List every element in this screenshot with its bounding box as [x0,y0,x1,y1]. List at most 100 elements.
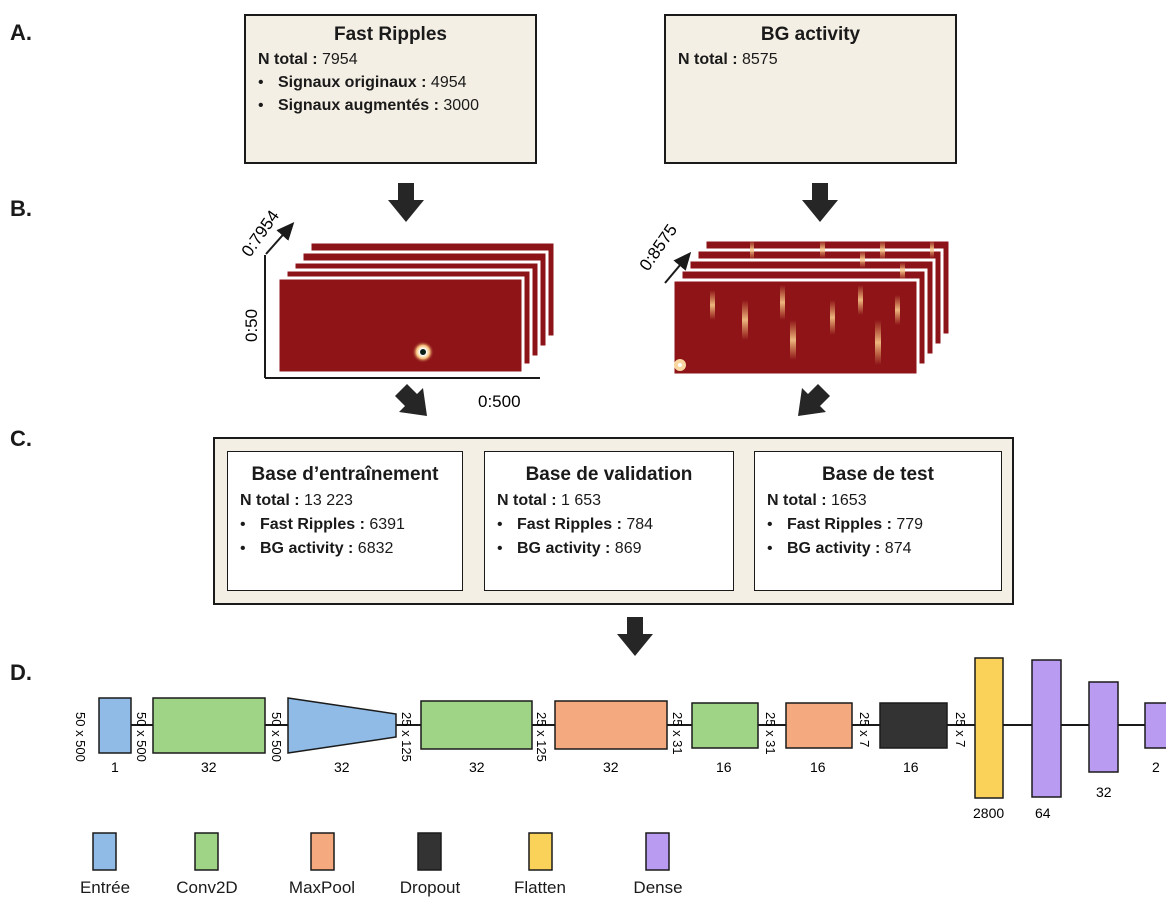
validation-total-label: N total : [497,492,557,509]
dim-label: 50 x 500 [73,712,88,762]
bg-activity-spectrogram-stack [671,238,952,377]
test-set-title: Base de test [822,464,934,485]
validation-bg-label: BG activity : [517,540,611,557]
dataset-split-box: Base d’entraînement N total : 13 223 •Fa… [213,437,1014,605]
layer-label: 32 [201,759,217,775]
layer-label: 16 [903,759,919,775]
fast-ripples-augmented: •Signaux augmentés : 3000 [258,97,479,114]
training-fr-value: 6391 [364,516,405,533]
arrow-down-icon [388,183,424,222]
legend-label-entree: Entrée [79,878,131,897]
arrow-down-icon [617,617,653,656]
training-total-value: 13 223 [299,492,353,509]
layer-conv-2 [420,700,533,750]
x-axis-label: 0:500 [478,392,521,411]
layer-label: 32 [334,759,350,775]
validation-total: N total : 1 653 [497,492,733,510]
dim-label: 50 x 500 [269,712,284,762]
bg-depth-label: 0:8575 [636,221,681,274]
layer-maxpool-2 [785,702,853,749]
test-set-box: Base de test N total : 1653 •Fast Ripple… [754,451,1002,591]
layer-label: 64 [1035,805,1051,821]
validation-fr: •Fast Ripples : 784 [497,516,654,533]
layer-input [98,697,132,754]
test-fr-label: Fast Ripples : [787,516,892,533]
fast-ripples-total: N total : 7954 [258,51,535,69]
layer-dense-2 [1088,681,1119,773]
legend-label-dropout: Dropout [399,878,461,897]
layer-label: 32 [1096,784,1112,800]
bg-activity-box: BG activity N total : 8575 [664,14,957,164]
layer-label: 32 [469,759,485,775]
spectrogram-panel: 0:7954 0:50 0:500 0:8575 [238,183,952,416]
layer-flatten [974,657,1004,799]
test-bg-value: 874 [880,540,912,557]
validation-fr-label: Fast Ripples : [517,516,622,533]
bg-activity-total: N total : 8575 [678,51,955,69]
dim-label: 25 x 125 [399,712,414,762]
fast-ripples-original: •Signaux originaux : 4954 [258,74,467,91]
test-fr: •Fast Ripples : 779 [767,516,924,533]
dim-label: 25 x 31 [763,712,778,755]
legend-label-flatten: Flatten [514,878,566,897]
original-signals-value: 4954 [426,74,467,91]
section-label-c: C. [10,426,32,451]
legend-swatch-dropout [417,832,442,871]
test-fr-value: 779 [891,516,924,533]
dim-label: 25 x 7 [953,712,968,747]
fr-depth-label: 0:7954 [238,207,283,260]
section-label-b: B. [10,196,32,221]
layer-label: 1 [111,759,119,775]
training-fr: •Fast Ripples : 6391 [240,516,405,533]
legend-swatch-entree [92,832,117,871]
training-bg: •BG activity : 6832 [240,540,394,557]
training-total-label: N total : [240,492,300,509]
layer-label: 2 [1152,759,1160,775]
training-fr-label: Fast Ripples : [260,516,365,533]
fast-ripples-total-label: N total : [258,51,318,68]
augmented-signals-value: 3000 [438,97,479,114]
legend-label-dense: Dense [633,878,683,897]
arrow-diagonal-icon [395,384,427,416]
validation-total-value: 1 653 [556,492,602,509]
fast-ripples-title: Fast Ripples [334,24,447,45]
validation-fr-value: 784 [621,516,654,533]
arrow-diagonal-icon [798,384,830,416]
test-total: N total : 1653 [767,492,1001,510]
legend-swatch-conv2d [194,832,219,871]
layer-maxpool-1 [554,700,668,750]
bg-activity-total-value: 8575 [737,51,778,68]
training-set-box: Base d’entraînement N total : 13 223 •Fa… [227,451,463,591]
layer-conv-3 [691,702,759,749]
layer-label: 16 [810,759,826,775]
augmented-signals-label: Signaux augmentés : [278,97,439,114]
validation-bg: •BG activity : 869 [497,540,642,557]
legend-label-maxpool: MaxPool [288,878,356,897]
test-bg: •BG activity : 874 [767,540,912,557]
layer-dense-3 [1144,702,1166,749]
layer-label: 16 [716,759,732,775]
fast-ripples-box: Fast Ripples N total : 7954 •Signaux ori… [244,14,537,164]
legend-swatch-flatten [528,832,553,871]
training-bg-label: BG activity : [260,540,354,557]
training-bg-value: 6832 [353,540,394,557]
dim-label: 25 x 7 [857,712,872,747]
layer-dropout [879,702,948,749]
fast-ripples-total-value: 7954 [317,51,358,68]
test-total-value: 1653 [826,492,867,509]
legend-swatch-dense [645,832,670,871]
arrow-down-icon [802,183,838,222]
layer-label: 2800 [973,805,1004,821]
bg-activity-total-label: N total : [678,51,738,68]
dim-label: 25 x 31 [670,712,685,755]
training-set-title: Base d’entraînement [251,464,439,485]
test-bg-label: BG activity : [787,540,881,557]
bg-activity-title: BG activity [760,24,861,45]
training-total: N total : 13 223 [240,492,462,510]
original-signals-label: Signaux originaux : [278,74,427,91]
legend-swatch-maxpool [310,832,335,871]
layer-label: 32 [603,759,619,775]
legend-label-conv2d: Conv2D [176,878,238,897]
dim-label: 25 x 125 [534,712,549,762]
validation-set-title: Base de validation [525,464,693,485]
